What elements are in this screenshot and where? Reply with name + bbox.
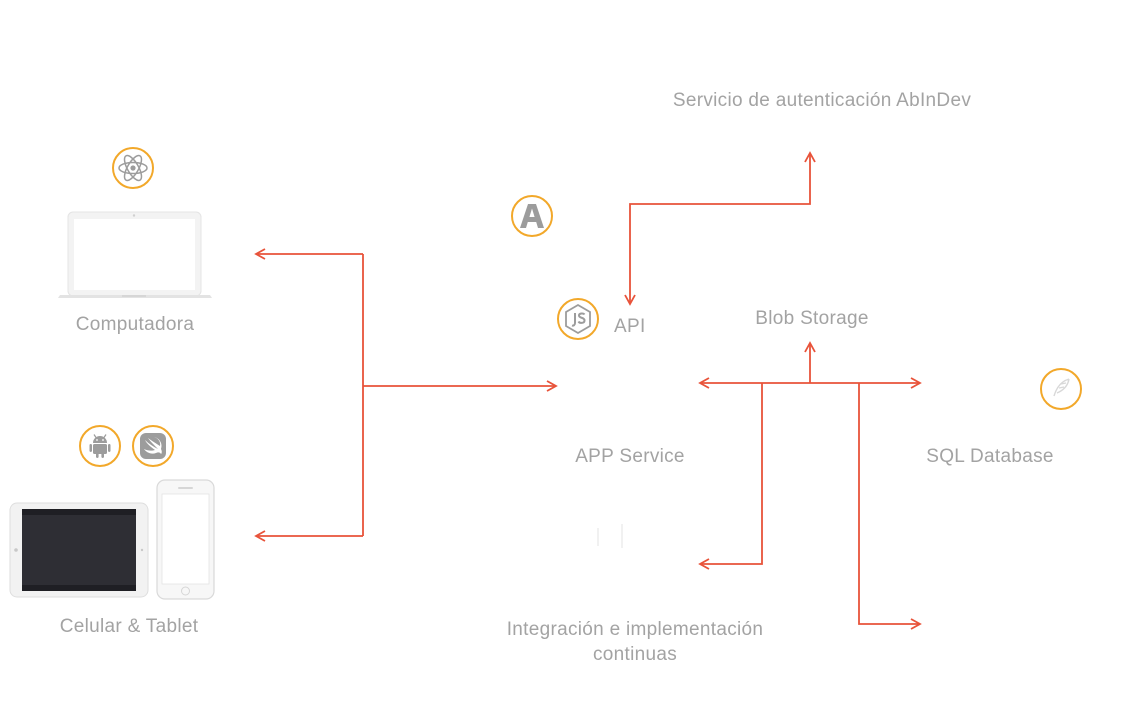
react-icon (118, 154, 148, 182)
sql-badge (1040, 368, 1082, 410)
android-badge (79, 425, 121, 467)
quill-icon (1053, 378, 1070, 397)
arrow-to-auth-service (720, 151, 816, 205)
angular-icon (520, 204, 544, 228)
auth-connector (624, 151, 816, 306)
nodejs-icon (565, 303, 591, 335)
ci-cd-icon (597, 524, 623, 548)
mobile-label: Celular & Tablet (59, 616, 199, 637)
swift-icon (140, 433, 166, 459)
tablet-illustration (9, 502, 149, 598)
computer-label: Computadora (75, 314, 195, 335)
blob-storage-label: Blob Storage (755, 308, 869, 329)
laptop-illustration (58, 211, 212, 298)
devices-connector (254, 248, 558, 542)
angular-badge (511, 195, 553, 237)
app-service-label: APP Service (575, 446, 685, 467)
ci-cd-label: Integración e implementación continuas (506, 619, 764, 665)
nodejs-badge (557, 298, 599, 340)
api-label: API (614, 316, 646, 337)
phone-illustration (156, 479, 215, 600)
swift-badge (132, 425, 174, 467)
storage-bus-connector (698, 341, 922, 630)
arrow-to-api (624, 203, 720, 306)
sql-database-label: SQL Database (926, 446, 1054, 467)
arrow-to-ci-cd (698, 383, 763, 570)
arrow-to-bottom-right-target (858, 383, 922, 630)
react-badge (112, 147, 154, 189)
auth-service-label: Servicio de autenticación AbInDev (672, 90, 972, 111)
android-icon (89, 434, 111, 458)
